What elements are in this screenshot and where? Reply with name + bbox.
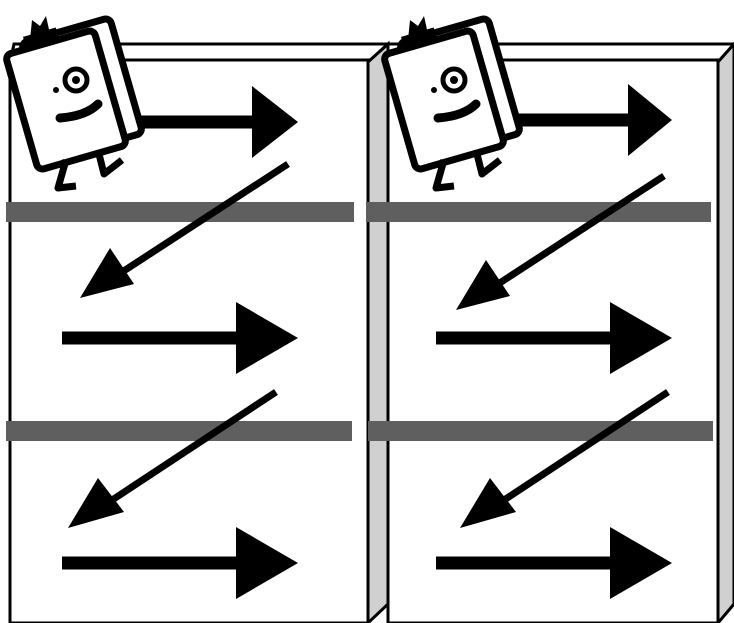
panel-left-row-2-arrow-right-icon: [62, 302, 298, 374]
panel-right-row-3-arrow-right-icon: [436, 527, 672, 599]
panel-left-row-1-arrow-right-icon: [140, 86, 298, 158]
panel-left: [5, 16, 392, 623]
panel-left-divider-1: [6, 202, 354, 222]
panel-left-divider-2: [6, 421, 352, 441]
panel-right-spine: [716, 41, 734, 623]
panel-right-row-1-arrow-right-icon: [510, 84, 672, 156]
panel-right-return-1-arrow-diagonal-down-left-icon: [456, 173, 666, 310]
panel-left-spine: [366, 40, 390, 623]
panel-left-row-3-arrow-right-icon: [62, 527, 298, 599]
panel-right: [366, 16, 734, 623]
panel-left-return-1-arrow-diagonal-down-left-icon: [80, 161, 290, 298]
panel-right-divider-1: [366, 202, 711, 222]
panel-right-return-2-arrow-diagonal-down-left-icon: [460, 389, 670, 528]
panel-left-return-2-arrow-diagonal-down-left-icon: [68, 389, 278, 528]
panel-right-divider-2: [368, 421, 713, 441]
panel-right-row-2-arrow-right-icon: [436, 302, 672, 374]
